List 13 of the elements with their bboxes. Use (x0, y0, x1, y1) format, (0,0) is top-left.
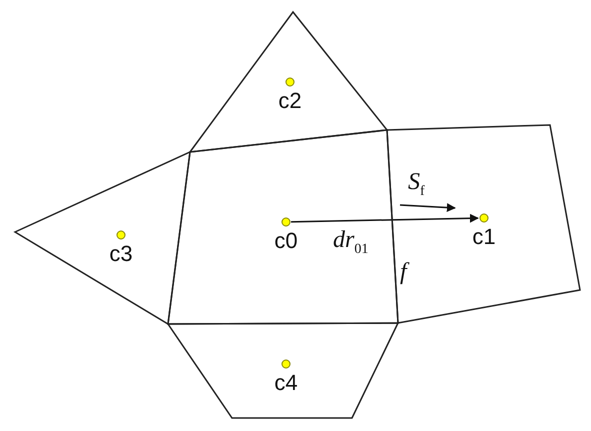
mesh-cell (387, 125, 580, 323)
mesh-cell (190, 12, 387, 152)
vector-label: S$_{f}$ (408, 170, 425, 199)
cell-label: c4 (274, 372, 298, 394)
cell-label: c3 (109, 243, 133, 265)
cell-label: c2 (278, 90, 302, 112)
cell-label: c1 (472, 226, 496, 248)
mesh-cell (168, 323, 398, 418)
arrow (290, 214, 479, 223)
face-label: f (400, 260, 407, 284)
mesh-cell (15, 152, 190, 324)
edge-label: dr$_{01}$ (333, 228, 368, 257)
cell-label: c0 (274, 230, 298, 252)
